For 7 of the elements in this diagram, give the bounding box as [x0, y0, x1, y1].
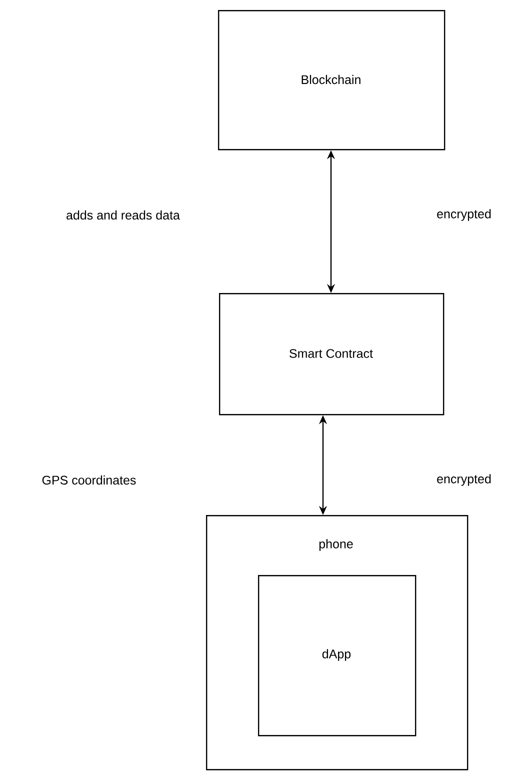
annotation-text: adds and reads data — [66, 210, 180, 220]
annotation-text: encrypted — [437, 474, 491, 486]
annotation-text: encrypted — [437, 209, 491, 221]
process-box: dApp — [258, 575, 416, 736]
process-box: Smart Contract — [219, 293, 444, 416]
annotation-text: GPS coordinates — [42, 475, 136, 485]
process-box: Blockchain — [218, 10, 446, 150]
